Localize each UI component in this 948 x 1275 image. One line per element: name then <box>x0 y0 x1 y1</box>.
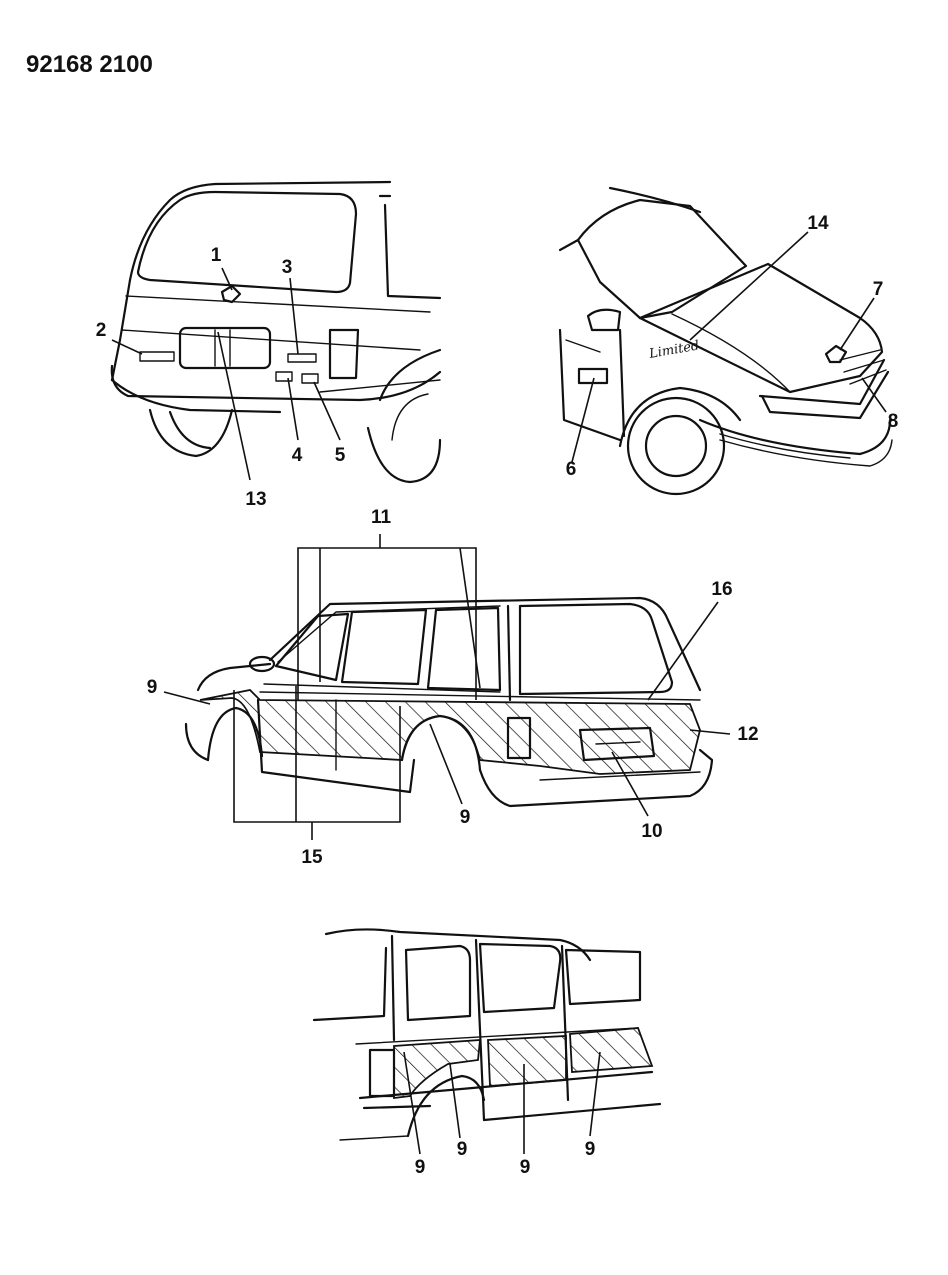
callout-7: 7 <box>873 279 884 300</box>
callout-9-bottom-4: 9 <box>585 1139 596 1160</box>
callout-13: 13 <box>245 489 266 510</box>
rear-view-leaders <box>111 267 341 481</box>
callout-3: 3 <box>282 257 293 278</box>
partial-side-view-leaders <box>403 1051 601 1155</box>
callout-1: 1 <box>211 245 222 266</box>
rear-view-van <box>110 180 442 484</box>
front-view-van <box>558 186 893 496</box>
callout-9-side-rear: 9 <box>460 807 471 828</box>
callout-16: 16 <box>711 579 732 600</box>
callout-14: 14 <box>807 213 829 234</box>
callout-12: 12 <box>737 724 758 745</box>
callout-5: 5 <box>335 445 346 466</box>
partial-side-view-van <box>312 928 662 1141</box>
document-number: 92168 2100 <box>26 51 153 78</box>
callout-10: 10 <box>641 821 662 842</box>
callout-9-bottom-1: 9 <box>415 1157 426 1178</box>
callout-11: 11 <box>371 507 392 528</box>
callout-9-bottom-3: 9 <box>520 1157 531 1178</box>
callout-6: 6 <box>566 459 577 480</box>
callout-8: 8 <box>888 411 899 432</box>
callout-9-bottom-2: 9 <box>457 1139 468 1160</box>
callout-2: 2 <box>96 320 107 341</box>
side-view-leaders <box>163 534 731 840</box>
side-view-van <box>184 596 714 808</box>
front-view-leaders <box>571 231 887 463</box>
hood-script-limited: Limited <box>647 338 700 362</box>
callout-4: 4 <box>292 445 303 466</box>
callout-15: 15 <box>301 847 323 868</box>
callout-9-side-front: 9 <box>147 677 158 698</box>
